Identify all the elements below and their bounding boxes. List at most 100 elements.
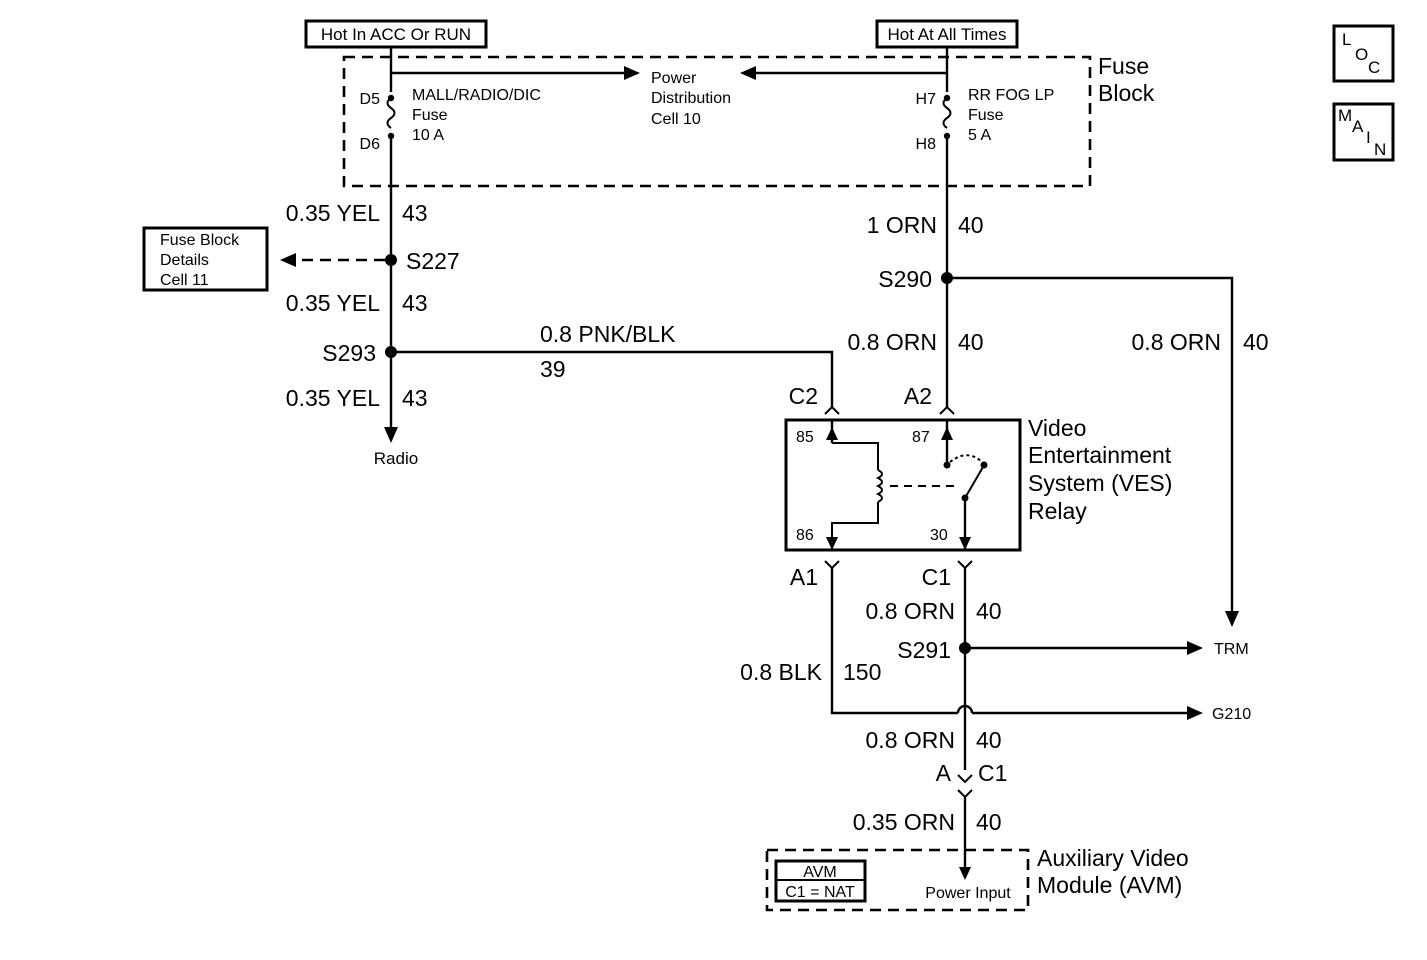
wire-label-blk: 0.8 BLK 150 xyxy=(740,659,881,685)
svg-text:D5: D5 xyxy=(360,91,381,108)
svg-text:C: C xyxy=(1368,58,1380,77)
ves-relay: 85 87 86 30 xyxy=(784,418,1022,552)
splice-s227: S227 xyxy=(385,248,460,274)
wire-orn-to-avm xyxy=(957,568,973,880)
svg-text:85: 85 xyxy=(796,429,814,446)
g210-destination[interactable]: G210 xyxy=(1212,706,1251,723)
loc-button[interactable]: L O C xyxy=(1332,24,1395,83)
svg-text:H8: H8 xyxy=(916,136,937,153)
svg-text:Entertainment: Entertainment xyxy=(1028,442,1172,468)
svg-text:AVM: AVM xyxy=(803,864,836,881)
wire-pnk-blk: 0.8 PNK/BLK 39 xyxy=(391,321,834,408)
wire-label-yel-bot: 0.35 YEL 43 xyxy=(286,385,428,411)
connector-a1: A1 xyxy=(790,560,840,590)
svg-text:A2: A2 xyxy=(904,383,932,409)
svg-text:Fuse: Fuse xyxy=(1098,53,1149,79)
svg-text:0.8 ORN: 0.8 ORN xyxy=(866,598,955,624)
svg-text:Auxiliary Video: Auxiliary Video xyxy=(1037,845,1189,871)
svg-text:I: I xyxy=(1366,128,1371,147)
svg-text:N: N xyxy=(1374,140,1386,159)
wire-label-yel-mid: 0.35 YEL 43 xyxy=(286,290,428,316)
trm-destination[interactable]: TRM xyxy=(1214,641,1249,658)
svg-text:40: 40 xyxy=(976,598,1002,624)
svg-text:0.8 ORN: 0.8 ORN xyxy=(1132,329,1221,355)
svg-text:39: 39 xyxy=(540,356,566,382)
connector-a2: A2 xyxy=(904,383,955,415)
wire-label-orn-relay: 0.8 ORN 40 xyxy=(848,329,984,355)
svg-text:TRM: TRM xyxy=(1214,641,1249,658)
svg-text:C1 = NAT: C1 = NAT xyxy=(785,884,855,901)
main-button[interactable]: M A I N xyxy=(1332,102,1395,162)
svg-text:87: 87 xyxy=(912,429,930,446)
svg-text:C1: C1 xyxy=(978,760,1007,786)
power-distribution-ref[interactable]: Power Distribution Cell 10 xyxy=(651,70,731,128)
label-hot-acc-run: Hot In ACC Or RUN xyxy=(304,19,488,49)
svg-text:A: A xyxy=(936,760,952,786)
wire-label-orn-top: 1 ORN 40 xyxy=(867,212,984,238)
svg-text:40: 40 xyxy=(976,809,1002,835)
svg-text:Relay: Relay xyxy=(1028,498,1087,524)
svg-text:10 A: 10 A xyxy=(412,127,444,144)
svg-text:0.35 YEL: 0.35 YEL xyxy=(286,290,380,316)
radio-destination[interactable]: Radio xyxy=(374,427,418,468)
svg-text:43: 43 xyxy=(402,385,428,411)
svg-text:G210: G210 xyxy=(1212,706,1251,723)
connector-c1: C1 xyxy=(922,560,973,590)
svg-text:C2: C2 xyxy=(789,383,818,409)
ves-relay-title: Video Entertainment System (VES) Relay xyxy=(1028,415,1172,524)
svg-text:0.8 PNK/BLK: 0.8 PNK/BLK xyxy=(540,321,676,347)
svg-text:RR FOG LP: RR FOG LP xyxy=(968,87,1054,104)
svg-text:0.35 YEL: 0.35 YEL xyxy=(286,200,380,226)
svg-text:43: 43 xyxy=(402,290,428,316)
svg-text:Hot In ACC Or RUN: Hot In ACC Or RUN xyxy=(321,25,471,44)
svg-text:Block: Block xyxy=(1098,80,1155,106)
label-hot-all-times: Hot At All Times xyxy=(875,19,1019,49)
svg-text:Radio: Radio xyxy=(374,449,418,468)
svg-text:M: M xyxy=(1338,106,1352,125)
connector-c2: C2 xyxy=(789,383,840,415)
svg-text:43: 43 xyxy=(402,200,428,226)
svg-text:H7: H7 xyxy=(916,91,937,108)
wire-label-orn-trm: 0.8 ORN 40 xyxy=(1132,329,1269,355)
splice-s293: S293 xyxy=(322,340,397,366)
svg-text:Distribution: Distribution xyxy=(651,90,731,107)
svg-text:S291: S291 xyxy=(897,637,951,663)
svg-text:MALL/RADIO/DIC: MALL/RADIO/DIC xyxy=(412,87,541,104)
svg-text:40: 40 xyxy=(976,727,1002,753)
wire-blk-ground xyxy=(830,568,1203,720)
svg-text:40: 40 xyxy=(958,212,984,238)
svg-text:S290: S290 xyxy=(878,266,932,292)
svg-text:O: O xyxy=(1355,45,1368,64)
svg-text:Fuse: Fuse xyxy=(968,107,1004,124)
svg-text:0.35 YEL: 0.35 YEL xyxy=(286,385,380,411)
fuse-block-details-link[interactable]: Fuse Block Details Cell 11 xyxy=(142,226,385,292)
svg-text:86: 86 xyxy=(796,527,814,544)
svg-text:A: A xyxy=(1352,117,1364,136)
fuse-mall-radio-dic: D5 D6 MALL/RADIO/DIC Fuse 10 A xyxy=(360,47,640,430)
svg-text:Hot At All Times: Hot At All Times xyxy=(887,25,1006,44)
svg-text:0.8 ORN: 0.8 ORN xyxy=(866,727,955,753)
svg-text:Fuse: Fuse xyxy=(412,107,448,124)
svg-text:Module (AVM): Module (AVM) xyxy=(1037,872,1182,898)
wire-label-orn-c1: 0.8 ORN 40 xyxy=(866,598,1002,624)
svg-text:System (VES): System (VES) xyxy=(1028,470,1172,496)
splice-s290: S290 xyxy=(878,266,953,292)
wire-orn-to-trm xyxy=(947,276,1239,627)
connector-a-c1-avm: A C1 xyxy=(936,760,1008,786)
svg-text:0.8 ORN: 0.8 ORN xyxy=(848,329,937,355)
svg-text:0.8 BLK: 0.8 BLK xyxy=(740,659,822,685)
svg-text:Cell 11: Cell 11 xyxy=(160,272,209,289)
svg-text:Video: Video xyxy=(1028,415,1086,441)
svg-text:150: 150 xyxy=(843,659,881,685)
svg-text:Details: Details xyxy=(160,252,209,269)
svg-text:S227: S227 xyxy=(406,248,460,274)
wire-label-orn-lower: 0.8 ORN 40 xyxy=(866,727,1002,753)
wire-orn-to-trm-2 xyxy=(965,641,1203,655)
wire-label-orn-avm: 0.35 ORN 40 xyxy=(853,809,1002,835)
wire-label-yel-top: 0.35 YEL 43 xyxy=(286,200,428,226)
svg-text:A1: A1 xyxy=(790,564,818,590)
svg-text:40: 40 xyxy=(958,329,984,355)
svg-text:Power: Power xyxy=(651,70,697,87)
svg-text:L: L xyxy=(1342,30,1351,49)
